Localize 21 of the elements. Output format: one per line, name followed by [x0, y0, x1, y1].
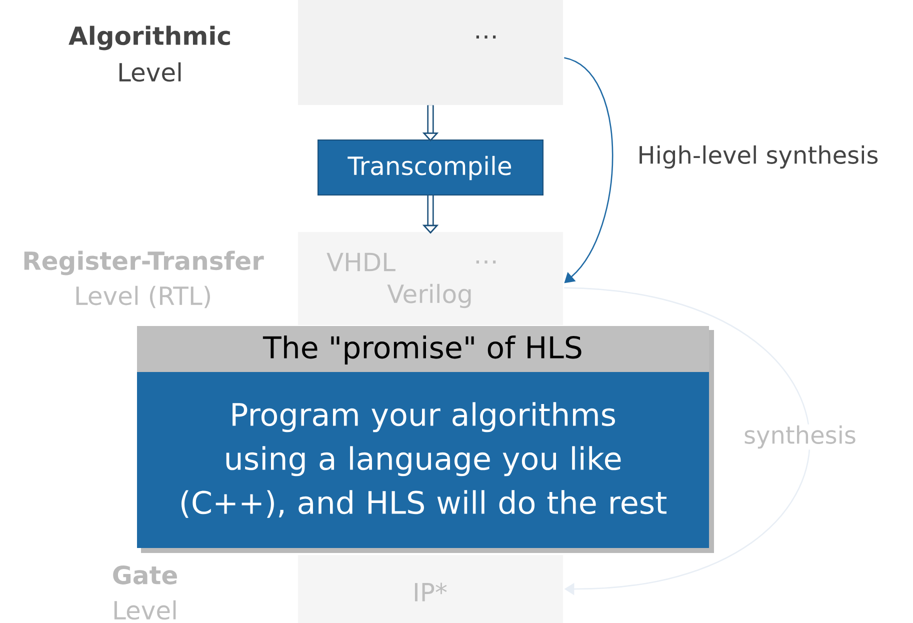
- curved-arrow: [564, 287, 810, 596]
- ellipsis: …: [476, 35, 496, 39]
- language-label: Verilog: [387, 284, 471, 308]
- level-label: Gate: [113, 566, 177, 584]
- language-label: VHDL: [326, 252, 396, 272]
- edge-label: High-level synthesis: [636, 144, 880, 170]
- level-label: Level: [119, 62, 181, 82]
- level-label: Level (RTL): [76, 286, 210, 308]
- ip-label: IP*: [414, 582, 447, 602]
- level-label: Level: [114, 600, 176, 620]
- process-box: [318, 140, 544, 196]
- callout-text: Program your algorithms using a language you like (C++), and HLS will do the rest: [182, 402, 666, 518]
- level-label: Register-Transfer: [24, 250, 264, 276]
- process-label: Transcompile: [348, 156, 512, 180]
- tool-box: [298, 0, 563, 105]
- callout-box: [137, 326, 714, 553]
- level-label: Algorithmic: [68, 26, 230, 50]
- callout-header: The "promise" of HLS: [137, 326, 709, 372]
- edge-label: synthesis: [742, 424, 858, 450]
- language-box: [298, 232, 563, 325]
- language-label: …: [476, 260, 496, 264]
